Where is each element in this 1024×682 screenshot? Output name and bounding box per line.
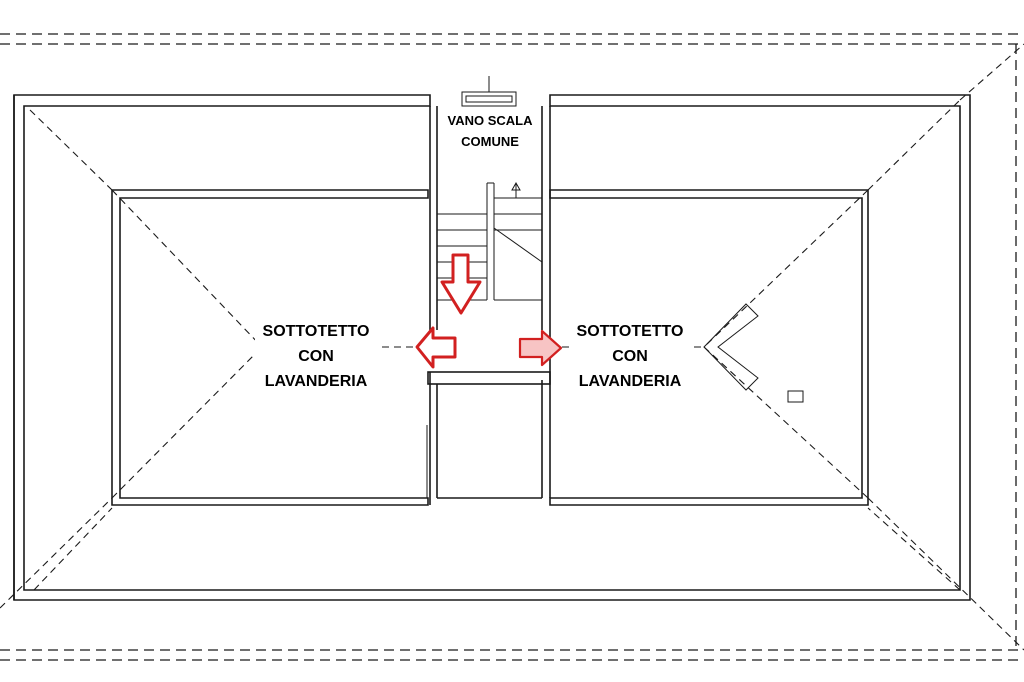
left-room-label-line1: SOTTOTETTO [262, 323, 370, 340]
stairwell-label: VANO SCALA COMUNE [440, 110, 540, 152]
roof-window [703, 303, 804, 403]
arrow-right-icon [518, 329, 563, 367]
stairwell-walls [426, 106, 551, 505]
external-walls [13, 94, 971, 601]
right-room-label-line1: SOTTOTETTO [576, 323, 684, 340]
roof-vent [461, 76, 517, 107]
left-room-label: SOTTOTETTO CON LAVANDERIA [255, 319, 377, 394]
right-room-label: SOTTOTETTO CON LAVANDERIA [569, 319, 691, 394]
roof-outline-dashed [0, 33, 1024, 661]
arrow-left-icon [415, 326, 457, 369]
right-room-label-line2: CON [612, 348, 648, 365]
stairwell-label-line1: VANO SCALA [447, 113, 533, 128]
stair-treads [437, 181, 543, 301]
left-room-label-line3: LAVANDERIA [264, 373, 368, 390]
left-attic-walls [111, 189, 429, 506]
arrow-down-icon [440, 253, 482, 315]
stairwell-label-line2: COMUNE [461, 134, 519, 149]
left-room-label-line2: CON [298, 348, 334, 365]
right-room-label-line3: LAVANDERIA [578, 373, 682, 390]
